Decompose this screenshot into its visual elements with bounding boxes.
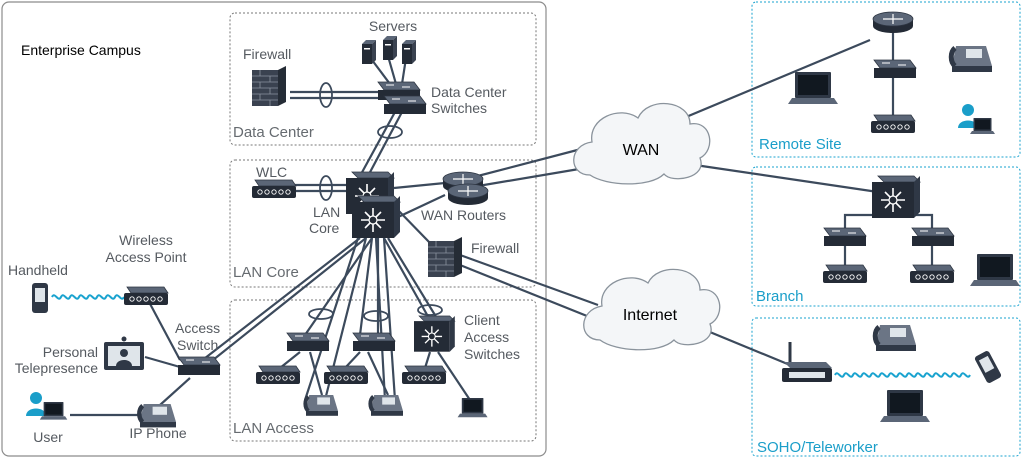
- soho-handheld-icon: [974, 351, 1002, 383]
- wireless-links: [51, 294, 971, 378]
- access-point-icon: [323, 365, 369, 385]
- branch-access-point-icon: [822, 264, 868, 284]
- internet-label: Internet: [623, 307, 678, 324]
- client-access-label-3: Switches: [464, 346, 520, 362]
- ip-phone-icon: [370, 395, 403, 416]
- access-switch-left-icon: [177, 356, 221, 376]
- data-center-zone: [229, 12, 537, 146]
- firewall-edge-icon: [427, 236, 463, 278]
- remote-router-icon: [872, 11, 914, 34]
- server-icon: [402, 40, 416, 64]
- branch-label: Branch: [756, 288, 804, 305]
- branch-switch-icon: [823, 227, 867, 247]
- wireless-ap-label-1: Wireless: [119, 232, 173, 248]
- ip-phone-user-icon: [139, 404, 176, 427]
- remote-ip-phone-icon: [951, 46, 992, 72]
- branch-core-switch-icon: [871, 175, 921, 219]
- link-bundles: [308, 82, 443, 322]
- dc-switch-icon: [383, 95, 427, 115]
- dc-switches-label-2: Switches: [431, 100, 487, 116]
- soho-label: SOHO/Teleworker: [757, 439, 878, 456]
- remote-user-laptop-icon: [970, 118, 995, 134]
- dc-switches-label-1: Data Center: [431, 84, 507, 100]
- wan-router-icon: [447, 183, 489, 206]
- firewall-dc-label: Firewall: [243, 46, 291, 62]
- ip-phone-label: IP Phone: [129, 425, 187, 441]
- core-switch-icon: [351, 195, 401, 239]
- access-switch-icon: [352, 332, 396, 352]
- laptop-icon: [457, 398, 488, 418]
- wan-routers-label: WAN Routers: [421, 207, 506, 223]
- access-switch-label-1: Access: [175, 320, 220, 336]
- servers-label: Servers: [369, 18, 417, 34]
- telepresence-icon: [104, 336, 144, 370]
- remote-site-zone: [751, 1, 1021, 158]
- handheld-label: Handheld: [8, 262, 68, 278]
- access-point-icon: [255, 365, 301, 385]
- firewall-dc-icon: [251, 65, 287, 107]
- access-switch-icon: [286, 332, 330, 352]
- wan-label: WAN: [623, 142, 660, 159]
- links: [70, 28, 934, 417]
- branch-zone: [751, 166, 1021, 307]
- remote-site-label: Remote Site: [759, 136, 842, 153]
- user-label: User: [33, 429, 63, 445]
- wlc-icon: [251, 179, 297, 199]
- soho-zone: [751, 317, 1021, 457]
- wireless-ap-label-2: Access Point: [106, 249, 187, 265]
- firewall-edge-label: Firewall: [471, 240, 519, 256]
- remote-switch-icon: [873, 59, 917, 79]
- lan-core-zone: [229, 159, 537, 288]
- client-access-label-2: Access: [464, 329, 509, 345]
- access-point-icon: [401, 365, 447, 385]
- client-access-label-1: Client: [464, 312, 500, 328]
- lan-core-zone-label: LAN Core: [233, 264, 299, 281]
- branch-access-point-icon: [909, 264, 955, 284]
- wireless-ap-icon: [123, 286, 169, 306]
- ip-phone-icon: [305, 395, 338, 416]
- remote-laptop-icon: [788, 72, 838, 104]
- lan-access-zone-label: LAN Access: [233, 420, 314, 437]
- soho-ip-phone-icon: [875, 325, 916, 351]
- server-icon: [362, 40, 376, 64]
- wan-cloud: WAN: [573, 103, 711, 185]
- remote-access-point-icon: [870, 114, 916, 134]
- user-laptop-icon: [39, 402, 68, 420]
- enterprise-campus-title: Enterprise Campus: [21, 42, 141, 58]
- server-icon: [383, 36, 397, 60]
- access-switch-label-2: Switch: [177, 337, 218, 353]
- branch-switch-icon: [911, 227, 955, 247]
- soho-router-icon: [782, 342, 832, 382]
- user-person-icon: [26, 392, 46, 416]
- wlc-label: WLC: [256, 164, 287, 180]
- client-access-switch-icon: [413, 315, 456, 353]
- handheld-icon: [32, 283, 48, 313]
- lan-core-label-2: Core: [309, 220, 340, 236]
- internet-cloud: Internet: [583, 268, 721, 351]
- lan-core-label-1: LAN: [313, 204, 340, 220]
- lan-access-zone: [229, 299, 537, 442]
- telepresence-label-1: Personal: [43, 344, 98, 360]
- data-center-zone-label: Data Center: [233, 124, 314, 141]
- soho-laptop-icon: [880, 390, 930, 422]
- branch-laptop-icon: [970, 254, 1020, 286]
- telepresence-label-2: Telepresence: [15, 360, 98, 376]
- enterprise-campus-border: [1, 1, 547, 457]
